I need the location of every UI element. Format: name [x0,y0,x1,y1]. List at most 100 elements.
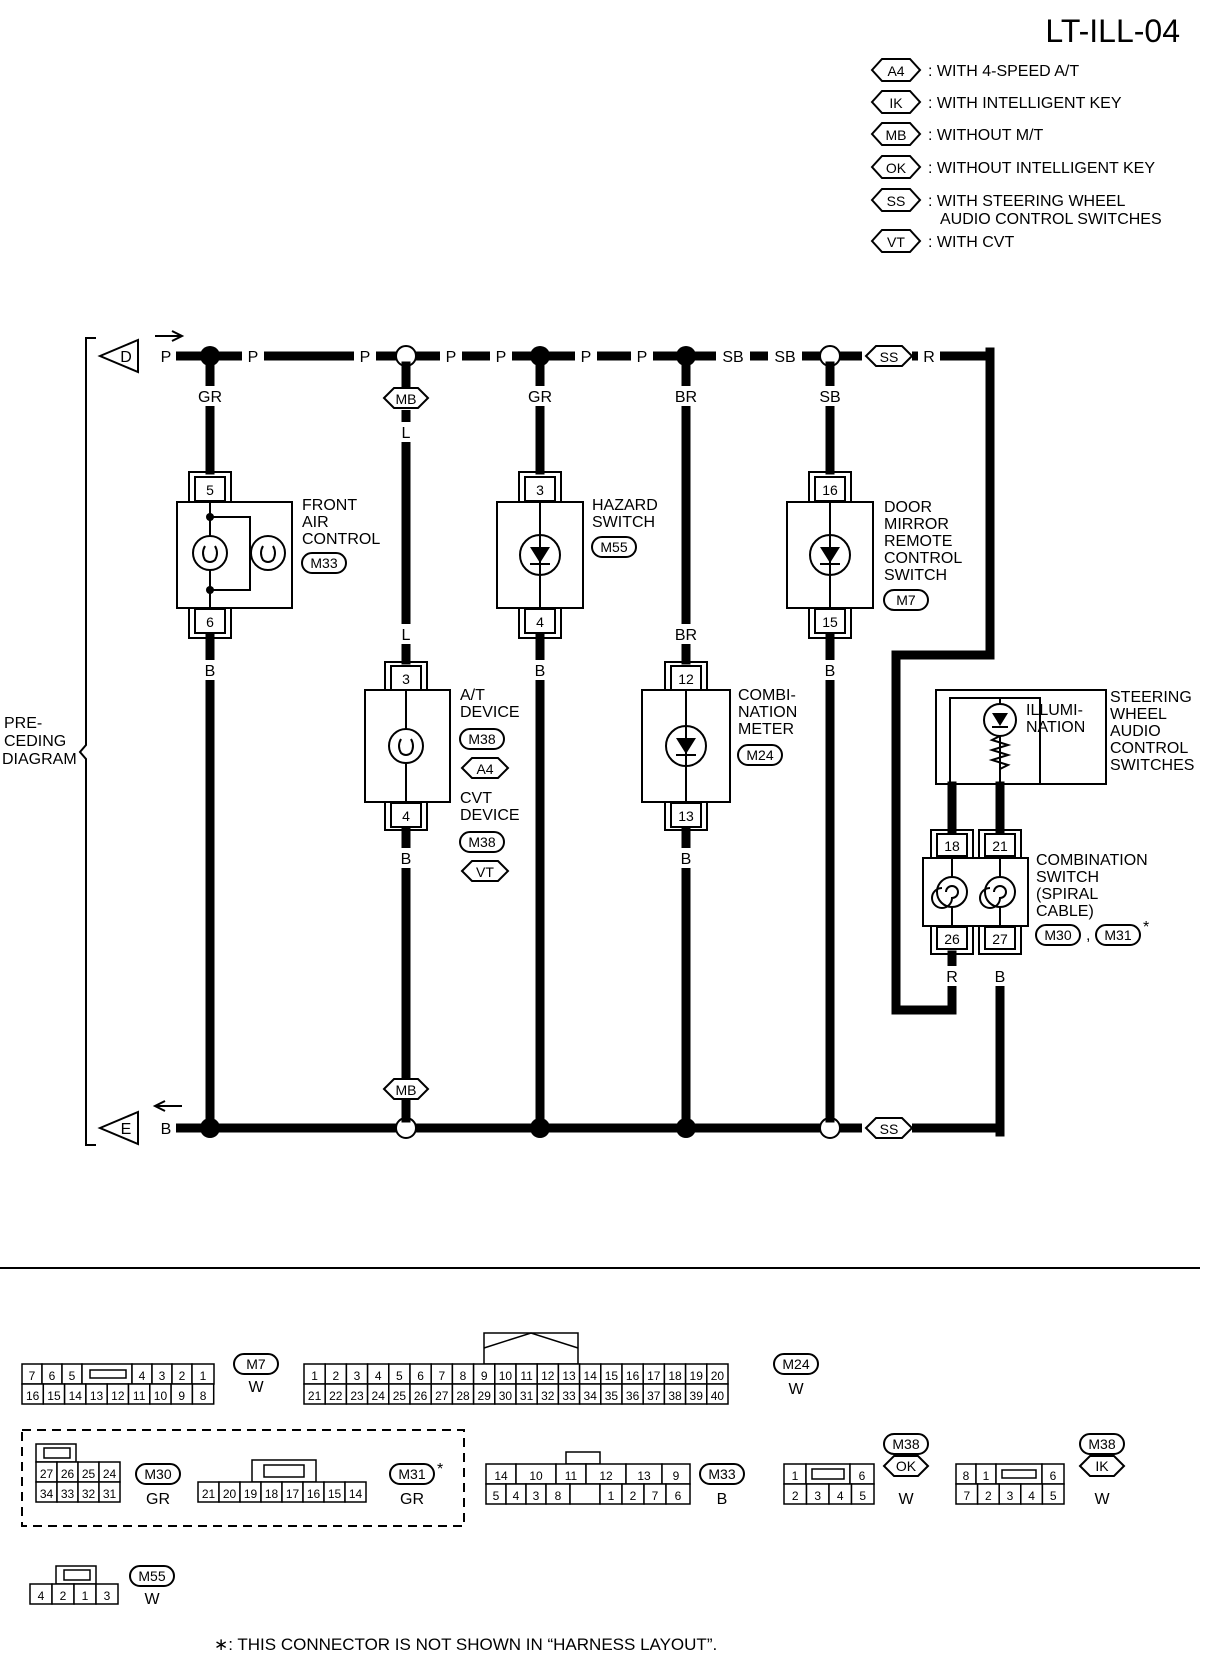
bus-label-b: B [161,1121,172,1138]
wire-color-gr: GR [528,389,552,406]
wire-color-br: BR [675,627,697,644]
svg-text:M7: M7 [246,1356,266,1372]
pin-number: 24 [372,1389,386,1403]
pin-number: 13 [562,1369,576,1383]
preceding-label-1: PRE- [4,715,42,732]
hazard-name-2: SWITCH [592,514,655,531]
combination-meter: BR BR B 12 13 COMBI- NATION METER M24 [641,361,797,1123]
wire-color-sb: SB [819,389,840,406]
pin-number: 12 [541,1369,555,1383]
mirror-name-3: REMOTE [884,533,952,550]
pin-26: 26 [944,931,960,947]
steering-wheel-switches: ILLUMI- NATION STEERING WHEEL AUDIO CONT… [935,689,1194,835]
svg-text:: WITHOUT INTELLIGENT KEY: : WITHOUT INTELLIGENT KEY [928,160,1155,177]
wire-color-b: B [995,969,1006,986]
pin-number: 33 [562,1389,576,1403]
pin-number: 36 [626,1389,640,1403]
svg-text:AUDIO CONTROL SWITCHES: AUDIO CONTROL SWITCHES [940,211,1162,228]
pin-number: 18 [668,1369,682,1383]
pin-6: 6 [206,614,214,630]
svg-text:GR: GR [146,1491,170,1508]
bus-label-sb-1: SB [722,349,743,366]
svg-text:M31: M31 [398,1466,425,1482]
steering-name-1: STEERING [1110,689,1192,706]
pin-number: 14 [349,1487,363,1501]
pin-15: 15 [822,614,838,630]
illumination-label-1: ILLUMI- [1026,702,1083,719]
pin-number: 2 [985,1489,992,1503]
m30-m31-group [21,1429,465,1527]
meter-name-1: COMBI- [738,687,796,704]
pin-number: 17 [647,1369,661,1383]
spiral-name-1: COMBINATION [1036,852,1148,869]
pin-number: 1 [608,1489,615,1503]
pin-number: 2 [332,1369,339,1383]
bus-label-p-3: P [360,349,371,366]
pin-12: 12 [678,671,694,687]
bus-label-p-7: P [637,349,648,366]
svg-text:M38: M38 [1088,1436,1115,1452]
svg-text:: WITH STEERING WHEEL: : WITH STEERING WHEEL [928,193,1125,210]
pin-number: 4 [38,1589,45,1603]
option-legend: A4: WITH 4-SPEED A/TIK: WITH INTELLIGENT… [870,58,1162,253]
mb-tag-top: MB [382,387,430,409]
pin-21: 21 [992,838,1008,854]
spiral-name-3: (SPIRAL [1036,886,1098,903]
svg-text:IK: IK [889,95,903,111]
pin-number: 20 [711,1369,725,1383]
pin-number: 6 [417,1369,424,1383]
svg-text:M33: M33 [310,555,337,571]
pin-number: 7 [652,1489,659,1503]
pin-number: 4 [139,1369,146,1383]
pin-number: 26 [61,1467,75,1481]
pin-number: 1 [983,1469,990,1483]
pin-number: 16 [626,1369,640,1383]
a4-tag: A4 [460,757,510,779]
preceding-label-2: CEDING [4,733,66,750]
pin-number: 7 [438,1369,445,1383]
resistor-icon [988,735,1012,770]
pin-number: 22 [329,1389,343,1403]
pin-number: 39 [690,1389,704,1403]
pin-number: 6 [675,1489,682,1503]
svg-text:,: , [1086,927,1090,944]
svg-text:M24: M24 [746,747,773,763]
svg-text:OK: OK [886,160,907,176]
front-air-name-1: FRONT [302,497,357,514]
pin-number: 27 [435,1389,449,1403]
pin-number: 15 [47,1389,61,1403]
junction-dot [200,1118,220,1138]
pin-number: 8 [555,1489,562,1503]
pin-number: 2 [792,1489,799,1503]
svg-text:W: W [788,1381,804,1398]
svg-text:SS: SS [880,1121,899,1137]
svg-text:: WITH 4-SPEED A/T: : WITH 4-SPEED A/T [928,63,1079,80]
svg-text:SS: SS [880,349,899,365]
pin-number: 2 [179,1369,186,1383]
terminal-d-arrow [97,338,139,374]
svg-text:W: W [248,1379,264,1396]
svg-text:W: W [898,1491,914,1508]
pin-number: 31 [103,1487,117,1501]
svg-text:M33: M33 [708,1466,735,1482]
svg-text:W: W [144,1591,160,1608]
pin-number: 3 [104,1589,111,1603]
wire-color-b: B [401,851,412,868]
wire-color-br: BR [675,389,697,406]
svg-text:B: B [717,1491,728,1508]
pin-number: 10 [499,1369,513,1383]
mirror-name-4: CONTROL [884,550,962,567]
door-mirror-switch: SB B 16 15 DOOR MIRROR REMOTE CONTROL SW… [786,361,962,1123]
pin-number: 5 [396,1369,403,1383]
legend-item-vt: VT: WITH CVT [870,229,1014,253]
front-air-name-2: AIR [302,514,329,531]
wire-color-b: B [681,851,692,868]
spiral-icon [984,876,1016,908]
preceding-label-3: DIAGRAM [2,751,77,768]
